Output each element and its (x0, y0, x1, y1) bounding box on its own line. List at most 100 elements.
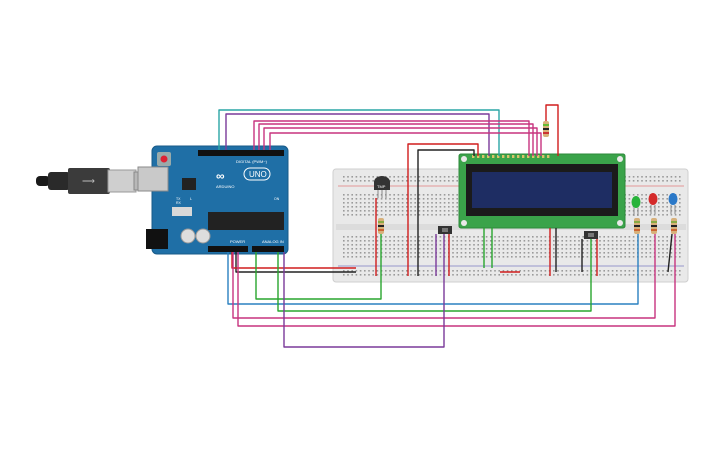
breadboard-hole[interactable] (506, 256, 509, 258)
breadboard-hole[interactable] (679, 274, 681, 276)
breadboard-hole[interactable] (620, 256, 622, 258)
breadboard-hole[interactable] (460, 252, 463, 254)
breadboard-hole[interactable] (603, 248, 605, 250)
breadboard-hole[interactable] (389, 194, 391, 196)
breadboard-hole[interactable] (385, 202, 387, 204)
breadboard-hole[interactable] (355, 274, 358, 276)
breadboard-hole[interactable] (406, 252, 408, 254)
breadboard-hole[interactable] (578, 270, 580, 272)
breadboard-hole[interactable] (502, 244, 505, 246)
breadboard-hole[interactable] (427, 270, 429, 272)
breadboard-hole[interactable] (376, 210, 379, 212)
breadboard-hole[interactable] (414, 180, 416, 182)
breadboard-hole[interactable] (460, 244, 463, 246)
breadboard-hole[interactable] (469, 252, 471, 254)
breadboard-hole[interactable] (658, 244, 660, 246)
breadboard-hole[interactable] (418, 214, 421, 216)
breadboard-hole[interactable] (506, 236, 509, 238)
breadboard-hole[interactable] (536, 256, 538, 258)
breadboard-hole[interactable] (431, 256, 433, 258)
breadboard-hole[interactable] (469, 236, 471, 238)
wire-green-button[interactable] (277, 239, 592, 312)
breadboard-hole[interactable] (649, 248, 652, 250)
breadboard-hole[interactable] (481, 240, 484, 242)
breadboard-hole[interactable] (662, 176, 664, 178)
wire-black-lcd[interactable] (417, 149, 475, 276)
breadboard-hole[interactable] (658, 180, 660, 182)
breadboard-hole[interactable] (410, 252, 412, 254)
breadboard-hole[interactable] (359, 248, 362, 250)
breadboard-hole[interactable] (372, 214, 374, 216)
breadboard-hole[interactable] (502, 240, 505, 242)
breadboard-hole[interactable] (473, 244, 475, 246)
breadboard-hole[interactable] (628, 214, 631, 216)
breadboard-hole[interactable] (368, 202, 370, 204)
breadboard-hole[interactable] (355, 252, 358, 254)
push-button-1[interactable] (438, 226, 452, 234)
breadboard-hole[interactable] (406, 214, 408, 216)
breadboard-hole[interactable] (641, 214, 643, 216)
breadboard-hole[interactable] (397, 244, 400, 246)
breadboard-hole[interactable] (464, 252, 467, 254)
breadboard-hole[interactable] (540, 274, 542, 276)
breadboard-hole[interactable] (401, 210, 404, 212)
breadboard-hole[interactable] (586, 274, 589, 276)
breadboard-hole[interactable] (628, 210, 631, 212)
breadboard-hole[interactable] (666, 180, 668, 182)
breadboard-hole[interactable] (498, 252, 500, 254)
breadboard-hole[interactable] (599, 240, 601, 242)
breadboard-hole[interactable] (565, 244, 568, 246)
breadboard-hole[interactable] (364, 202, 366, 204)
breadboard-hole[interactable] (494, 236, 496, 238)
breadboard-hole[interactable] (473, 236, 475, 238)
breadboard-hole[interactable] (532, 248, 534, 250)
breadboard-hole[interactable] (553, 248, 555, 250)
breadboard-hole[interactable] (658, 198, 660, 200)
breadboard-hole[interactable] (422, 248, 425, 250)
breadboard-hole[interactable] (376, 240, 379, 242)
breadboard-hole[interactable] (439, 206, 442, 208)
breadboard-hole[interactable] (418, 274, 421, 276)
breadboard-hole[interactable] (620, 240, 622, 242)
breadboard-hole[interactable] (376, 206, 379, 208)
breadboard-hole[interactable] (410, 194, 412, 196)
breadboard-hole[interactable] (343, 256, 345, 258)
breadboard-hole[interactable] (658, 256, 660, 258)
breadboard-hole[interactable] (406, 270, 408, 272)
breadboard-hole[interactable] (464, 256, 467, 258)
lcd-pin[interactable] (517, 155, 520, 158)
breadboard-hole[interactable] (418, 240, 421, 242)
breadboard-hole[interactable] (485, 274, 488, 276)
breadboard-hole[interactable] (376, 270, 379, 272)
breadboard-hole[interactable] (452, 270, 454, 272)
breadboard-hole[interactable] (624, 244, 626, 246)
breadboard-hole[interactable] (351, 240, 353, 242)
breadboard-hole[interactable] (536, 236, 538, 238)
breadboard-hole[interactable] (343, 270, 345, 272)
lcd-pin-header[interactable] (472, 155, 550, 158)
breadboard-hole[interactable] (532, 274, 534, 276)
breadboard-hole[interactable] (431, 210, 433, 212)
breadboard-hole[interactable] (523, 274, 526, 276)
breadboard-hole[interactable] (666, 248, 668, 250)
breadboard-hole[interactable] (578, 274, 580, 276)
breadboard-hole[interactable] (632, 252, 635, 254)
breadboard-hole[interactable] (511, 274, 513, 276)
breadboard-hole[interactable] (611, 252, 614, 254)
breadboard-hole[interactable] (473, 248, 475, 250)
breadboard-hole[interactable] (674, 180, 677, 182)
breadboard-hole[interactable] (439, 248, 442, 250)
breadboard-hole[interactable] (632, 244, 635, 246)
breadboard-hole[interactable] (397, 176, 400, 178)
lcd-pin[interactable] (522, 155, 525, 158)
breadboard-hole[interactable] (351, 180, 353, 182)
breadboard-hole[interactable] (641, 198, 643, 200)
breadboard-hole[interactable] (435, 206, 437, 208)
breadboard-hole[interactable] (611, 270, 614, 272)
lcd-16x2[interactable] (458, 153, 626, 229)
breadboard-hole[interactable] (595, 244, 597, 246)
breadboard-hole[interactable] (544, 244, 547, 246)
breadboard-hole[interactable] (628, 248, 631, 250)
breadboard-hole[interactable] (431, 270, 433, 272)
breadboard-hole[interactable] (561, 244, 563, 246)
